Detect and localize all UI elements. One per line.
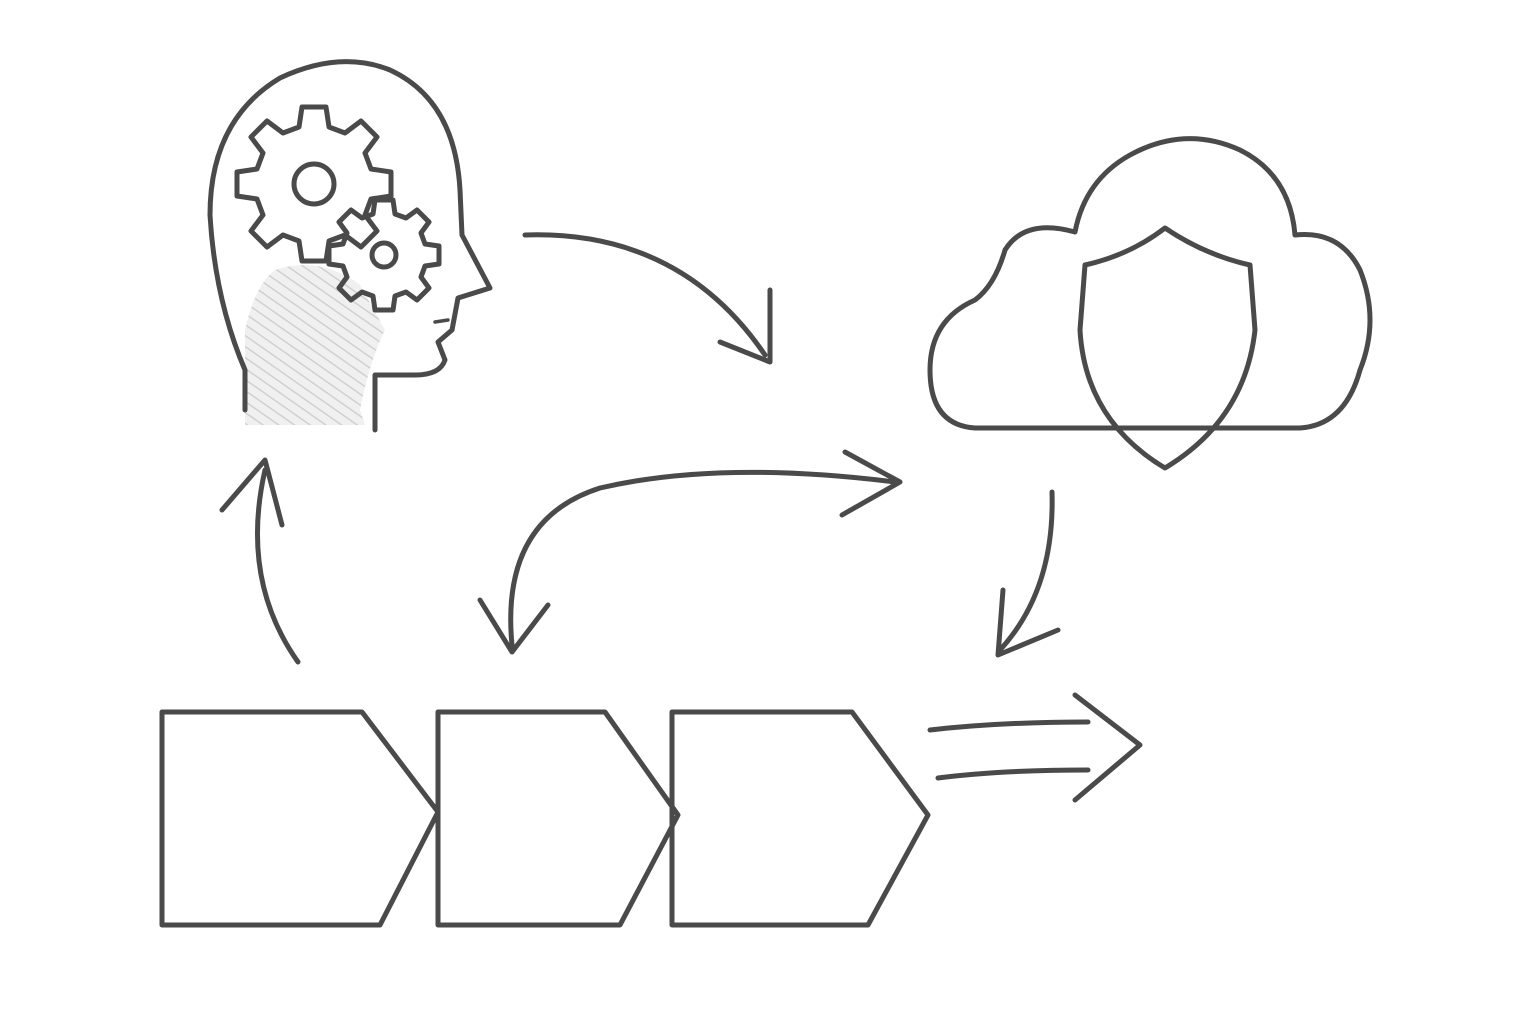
process-step-3-block xyxy=(669,709,931,928)
shield-icon xyxy=(1077,225,1258,471)
arrow-process-output xyxy=(927,692,1143,803)
process-steps xyxy=(159,709,931,928)
arrow-process-to-head xyxy=(219,457,301,665)
process-step-2-block xyxy=(435,709,681,928)
process-step-1-block xyxy=(159,709,441,928)
small-gear-icon xyxy=(326,197,442,313)
cloud-outline xyxy=(927,136,1373,431)
cloud-shield-icon xyxy=(927,136,1373,471)
arrow-cloud-to-output xyxy=(995,489,1061,658)
head-outline xyxy=(207,59,493,433)
large-gear-icon xyxy=(234,104,394,264)
head-neck-shading xyxy=(245,265,385,425)
head-with-gears-icon xyxy=(207,59,493,433)
mouth-line xyxy=(433,318,450,324)
arrow-head-to-cloud xyxy=(522,232,773,365)
arrow-bidirectional-process-cloud xyxy=(477,449,903,655)
